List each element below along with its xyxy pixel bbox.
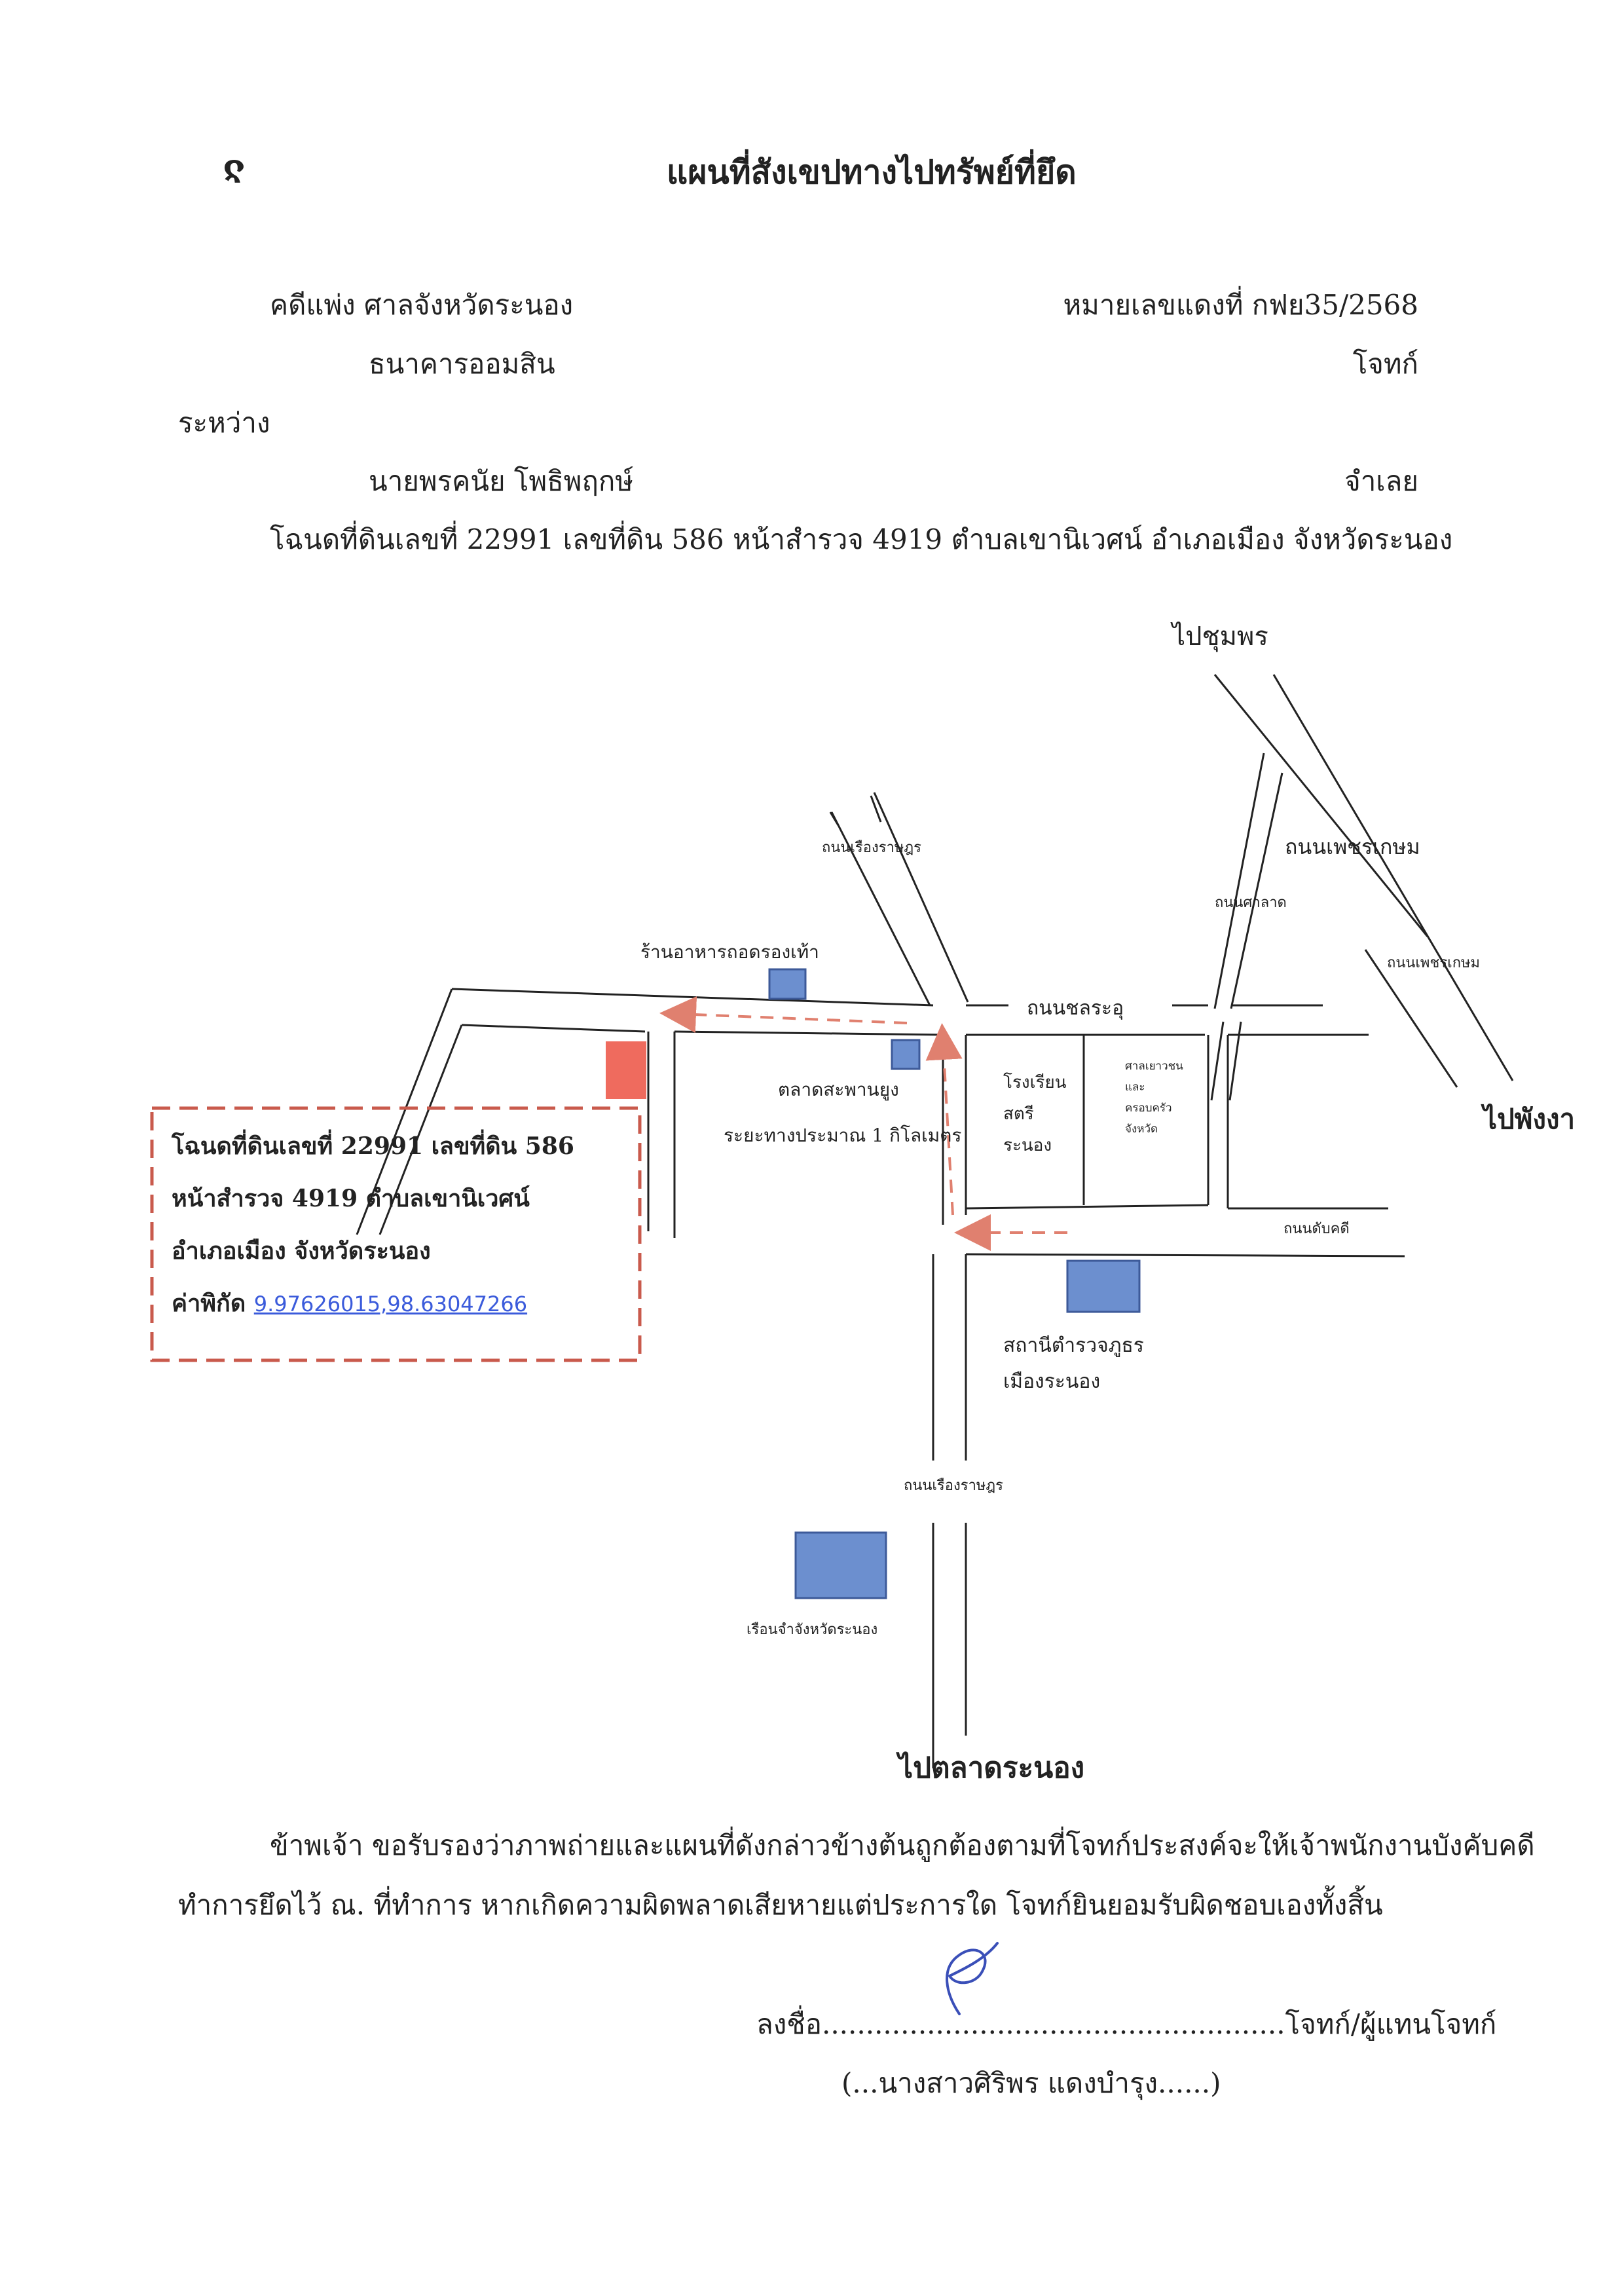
property-box-coord-row: ค่าพิกัด 9.97626015,98.63047266 bbox=[172, 1292, 527, 1315]
target-property bbox=[606, 1041, 646, 1099]
route-arrow-vertical bbox=[925, 1023, 963, 1216]
signature-line: ลงชื่อ..................................… bbox=[756, 2008, 1497, 2040]
defendant-role: จำเลย bbox=[1344, 465, 1418, 497]
building-police bbox=[1066, 1259, 1141, 1313]
label-to-ranong-market: ไปตลาดระนอง bbox=[898, 1751, 1085, 1785]
road-dabkhadi-bottom-edge bbox=[965, 1253, 1405, 1257]
page-mark: ჺ bbox=[223, 146, 246, 189]
label-to-phangnga: ไปพังงา bbox=[1483, 1103, 1576, 1135]
road-chonlaraku-bottom-edge-2 bbox=[674, 1030, 944, 1036]
road-branch-edge-4 bbox=[1228, 1021, 1242, 1101]
property-box-line-2: หน้าสำรวจ 4919 ตำบลเขานิเวศน์ bbox=[172, 1185, 530, 1212]
label-juvenile-court-4: จังหวัด bbox=[1125, 1123, 1158, 1136]
property-box-line-1: โฉนดที่ดินเลขที่ 22991 เลขที่ดิน 586 bbox=[172, 1132, 574, 1160]
road-phetkasem-left-edge bbox=[1213, 674, 1429, 937]
label-juvenile-court-2: และ bbox=[1125, 1081, 1145, 1094]
page-title: แผนที่สังเขปทางไปทรัพย์ที่ยึด bbox=[667, 153, 1077, 191]
certification-line-1: ข้าพเจ้า ขอรับรองว่าภาพถ่ายและแผนที่ดังก… bbox=[270, 1829, 1535, 1861]
road-phetkasem-lower-edge bbox=[1364, 949, 1458, 1088]
label-road-dabkhadi: ถนนดับคดี bbox=[1283, 1221, 1350, 1237]
block-school-bottom-edge bbox=[965, 1204, 1209, 1210]
label-to-chumphon: ไปชุมพร bbox=[1172, 622, 1268, 652]
label-school-3: ระนอง bbox=[1003, 1136, 1052, 1155]
label-road-ruangrat-bottom: ถนนเรืองราษฎร bbox=[904, 1478, 1003, 1494]
road-ruangrat-top-edge-1 bbox=[830, 811, 931, 1006]
coord-link[interactable]: 9.97626015,98.63047266 bbox=[253, 1292, 528, 1316]
label-distance: ระยะทางประมาณ 1 กิโลเมตร bbox=[724, 1125, 962, 1146]
road-branch-edge-2 bbox=[1230, 772, 1283, 1009]
between-label: ระหว่าง bbox=[178, 407, 270, 439]
plaintiff-role: โจทก์ bbox=[1352, 348, 1418, 380]
certification-line-2: ทำการยึดไว้ ณ. ที่ทำการ หากเกิดความผิดพล… bbox=[178, 1889, 1383, 1921]
label-road-san-kan: ถนนศาลาด bbox=[1215, 895, 1287, 911]
building-restaurant bbox=[768, 968, 807, 1000]
label-market: ตลาดสะพานยูง bbox=[778, 1079, 899, 1100]
defendant-name: นายพรคนัย โพธิพฤกษ์ bbox=[369, 465, 634, 497]
plaintiff-name: ธนาคารออมสิน bbox=[369, 348, 555, 380]
label-school-1: โรงเรียน bbox=[1003, 1073, 1067, 1092]
road-tick-2 bbox=[870, 795, 882, 823]
label-police-2: เมืองระนอง bbox=[1003, 1370, 1101, 1393]
label-road-phetkasem-2: ถนนเพชรเกษม bbox=[1387, 955, 1481, 971]
label-road-ruangrat-top: ถนนเรืองราษฎร bbox=[822, 840, 921, 856]
road-branch-edge-3 bbox=[1210, 1021, 1225, 1101]
road-left-edge-2 bbox=[378, 1024, 463, 1235]
coord-label: ค่าพิกัด bbox=[172, 1290, 246, 1317]
road-chonlaraku-bottom-edge bbox=[461, 1024, 646, 1033]
property-info-box-border bbox=[150, 1106, 642, 1362]
road-branch-edge-1 bbox=[1213, 753, 1265, 1009]
label-juvenile-court-3: ครอบครัว bbox=[1125, 1102, 1172, 1115]
road-left-edge-1 bbox=[356, 988, 453, 1235]
label-juvenile-court-1: ศาลเยาวชน bbox=[1125, 1060, 1183, 1073]
red-case-number: หมายเลขแดงที่ กฟย35/2568 bbox=[1063, 289, 1418, 321]
road-phetkasem-right-edge bbox=[1272, 674, 1514, 1081]
building-market bbox=[891, 1039, 921, 1070]
road-chonlaraku-top-edge bbox=[451, 988, 934, 1007]
road-tick-1 bbox=[829, 811, 840, 826]
building-prison bbox=[794, 1531, 887, 1599]
property-box-line-3: อำเภอเมือง จังหวัดระนอง bbox=[172, 1237, 431, 1265]
label-road-phetkasem-1: ถนนเพชรเกษม bbox=[1285, 834, 1420, 859]
label-school-2: สตรี bbox=[1003, 1104, 1034, 1124]
road-ruangrat-top-edge-2 bbox=[873, 792, 969, 1003]
signature-name: (...นางสาวศิริพร แดงบำรุง......) bbox=[841, 2067, 1221, 2099]
label-road-chonlaraku: ถนนชลระอุ bbox=[1027, 997, 1124, 1020]
label-prison: เรือนจำจังหวัดระนอง bbox=[747, 1622, 878, 1638]
signature-image bbox=[946, 1942, 999, 2015]
route-arrow-west bbox=[659, 996, 908, 1034]
court-name: คดีแพ่ง ศาลจังหวัดระนอง bbox=[270, 289, 574, 321]
deed-line: โฉนดที่ดินเลขที่ 22991 เลขที่ดิน 586 หน้… bbox=[270, 523, 1453, 555]
label-police-1: สถานีตำรวจภูธร bbox=[1003, 1334, 1144, 1357]
label-restaurant: ร้านอาหารถอดรองเท้า bbox=[640, 941, 819, 963]
